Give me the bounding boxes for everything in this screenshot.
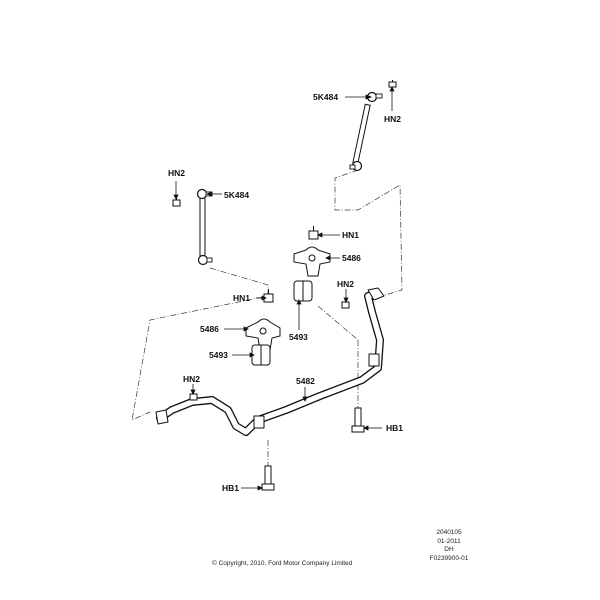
bushing-right <box>293 280 313 302</box>
label-5493-right: 5493 <box>289 332 308 342</box>
label-5k484-left: 5K484 <box>224 190 249 200</box>
copyright-notice: © Copyright, 2010, Ford Motor Company Li… <box>212 560 353 567</box>
link-left-bottom-stud <box>206 257 213 263</box>
label-hn1-right: HN1 <box>342 230 359 240</box>
link-left-top-joint <box>196 188 208 200</box>
label-hn2-top: HN2 <box>384 114 401 124</box>
bar-fill <box>157 291 383 435</box>
bar-end-left <box>155 409 169 425</box>
nut-hn2-top <box>388 80 397 88</box>
figure-number: F0239900-01 <box>429 554 469 562</box>
bracket-right-axis <box>317 305 359 341</box>
label-hn2-bar-right: HN2 <box>337 279 354 289</box>
assembly-lines <box>131 169 403 470</box>
leader-lines <box>173 86 395 491</box>
bar-end-right <box>367 287 385 301</box>
nut-hn1-right <box>308 226 319 240</box>
stabilizer-link-right <box>349 91 383 172</box>
figure-code: 2040105 <box>436 529 462 536</box>
label-hb1-right: HB1 <box>386 423 403 433</box>
label-hn1-left: HN1 <box>233 293 250 303</box>
label-hn2-bar-left: HN2 <box>183 374 200 384</box>
label-5486-right: 5486 <box>342 253 361 263</box>
right-link-boundary <box>334 169 403 297</box>
figure-initials: DH <box>444 546 454 553</box>
stabilizer-bar <box>155 287 385 436</box>
label-5493-left: 5493 <box>209 350 228 360</box>
label-5486-left: 5486 <box>200 324 219 334</box>
bolt-right <box>351 407 365 433</box>
link-left-rod <box>199 197 206 257</box>
label-hb1-left: HB1 <box>222 483 239 493</box>
link-right-top-stud <box>375 93 383 99</box>
label-5k484-right: 5K484 <box>313 92 338 102</box>
bolt-left <box>261 465 275 491</box>
label-5482: 5482 <box>296 376 315 386</box>
label-hn2-left-link: HN2 <box>168 168 185 178</box>
link-left-bottom-joint <box>197 254 209 266</box>
nut-hn1-left <box>263 289 274 303</box>
bar-ring-right <box>368 353 380 367</box>
stabilizer-link-left <box>196 188 213 266</box>
figure-date: 01-2011 <box>437 537 461 545</box>
bar-ring-left <box>253 415 265 429</box>
figure-meta: 2040105 01-2011 DH F0239900-01 <box>418 529 480 563</box>
link-right-rod <box>352 103 371 165</box>
link-right-bottom-stud <box>349 164 356 170</box>
callout-labels: 5K484 HN2 HN2 5K484 HN1 5486 HN2 HN1 549… <box>168 92 403 493</box>
bracket-right <box>293 246 331 277</box>
